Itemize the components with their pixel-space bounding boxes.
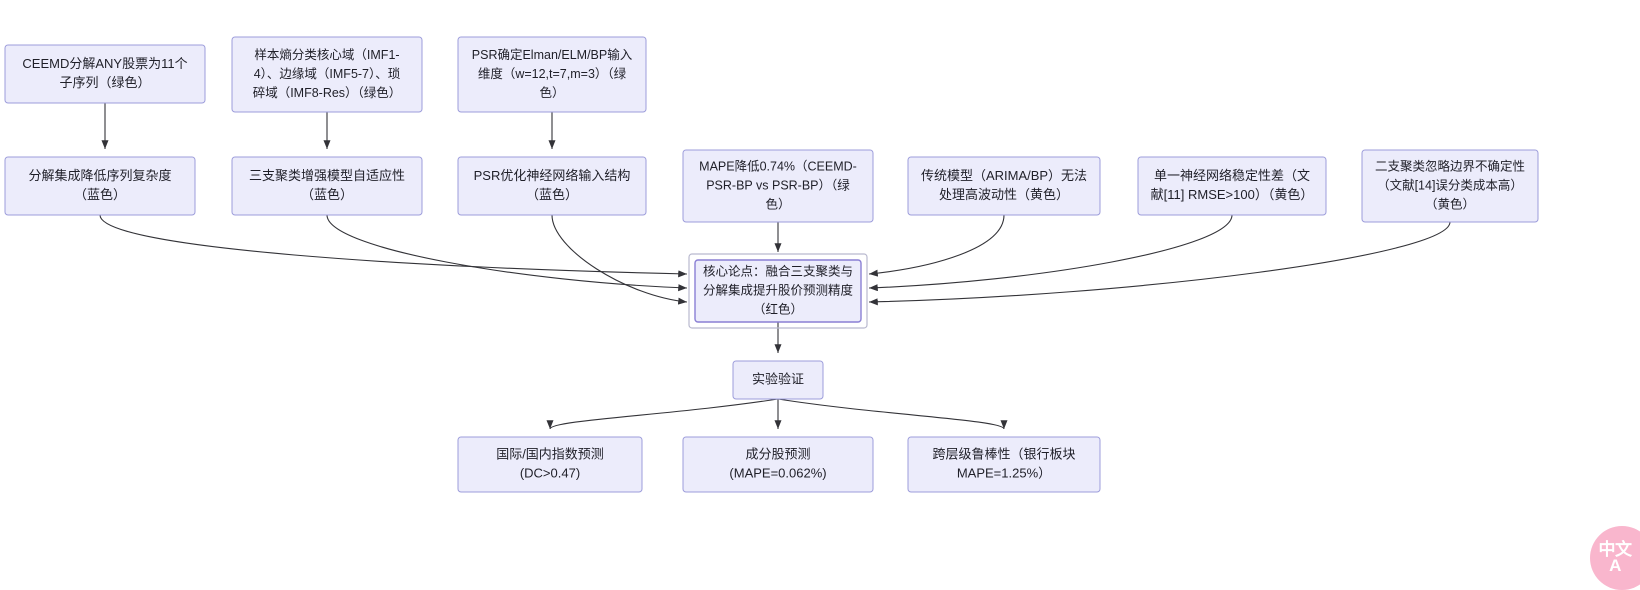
node-label-line: 单一神经网络稳定性差（文 — [1154, 168, 1310, 183]
node-box — [4, 44, 206, 104]
core-node-highlight-ring — [688, 253, 868, 329]
node-box — [682, 436, 874, 493]
node-label-line: 子序列（绿色） — [59, 75, 150, 90]
node-label-line: 维度（w=12,t=7,m=3）（绿 — [478, 66, 627, 81]
node-label-line: 实验验证 — [752, 371, 804, 386]
node-label-line: 色） — [539, 85, 564, 100]
node-label-line: CEEMD分解ANY股票为11个 — [22, 56, 187, 71]
node-label-line: （蓝色） — [526, 187, 578, 202]
node-box — [457, 36, 647, 113]
flow-edge-n4-to-core — [99, 214, 688, 278]
node-box — [231, 156, 423, 216]
node-label-line: 分解集成提升股价预测精度 — [703, 282, 854, 297]
node-label-line: 核心论点：融合三支聚类与 — [703, 263, 853, 278]
node-label-line: 成分股预测 — [745, 446, 810, 461]
node-box — [4, 156, 196, 216]
node-label-line: 色） — [765, 196, 790, 211]
watermark-line-2: A — [1609, 556, 1621, 575]
node-label-line: (MAPE=0.062%) — [729, 465, 826, 480]
flow-node-n5[interactable]: 三支聚类增强模型自适应性 （蓝色） — [231, 156, 423, 216]
flow-node-n6[interactable]: PSR优化神经网络输入结构 （蓝色） — [457, 156, 647, 216]
flow-node-r2[interactable]: 成分股预测 (MAPE=0.062%) — [682, 436, 874, 493]
flow-node-r1[interactable]: 国际/国内指数预测 (DC>0.47) — [457, 436, 643, 493]
flow-node-n9[interactable]: 单一神经网络稳定性差（文献[11] RMSE>100）（黄色） — [1137, 156, 1327, 216]
flow-node-r3[interactable]: 跨层级鲁棒性（银行板块 MAPE=1.25%） — [907, 436, 1101, 493]
node-label-line: 样本熵分类核心域（IMF1- — [254, 47, 399, 62]
node-label-line: MAPE降低0.74%（CEEMD- — [699, 159, 857, 173]
node-label-line: 国际/国内指数预测 — [496, 446, 604, 461]
node-label-line: 跨层级鲁棒性（银行板块 — [932, 446, 1075, 461]
node-box — [1137, 156, 1327, 216]
node-box — [682, 149, 874, 223]
flow-edge-n6-to-core — [551, 214, 688, 305]
node-label-line: 二支聚类忽略边界不确定性 — [1375, 158, 1525, 173]
flow-edge-n5-to-core — [326, 214, 688, 292]
node-box — [457, 436, 643, 493]
node-box — [1361, 149, 1539, 223]
node-label-line: PSR确定Elman/ELM/BP输入 — [472, 47, 633, 62]
flowchart-page: { "diagram": { "title": "核心论点论证流程图", "co… — [4, 36, 1640, 590]
node-label-line: 献[11] RMSE>100）（黄色） — [1151, 187, 1314, 202]
node-box — [694, 259, 862, 323]
flow-edge-n8-to-core — [868, 214, 1005, 277]
node-label-line: （红色） — [753, 301, 803, 316]
flow-edge-exp-to-r1 — [546, 398, 779, 430]
translate-watermark-badge[interactable]: 中文 A — [1590, 526, 1640, 590]
flow-edge-n9-to-core — [868, 214, 1233, 292]
flow-node-exp[interactable]: 实验验证 — [732, 360, 824, 400]
node-label-line: 三支聚类增强模型自适应性 — [249, 168, 405, 183]
node-label-line: 4）、边缘域（IMF5-7）、琐 — [254, 66, 401, 81]
flow-edge-n10-to-core — [868, 221, 1451, 306]
flow-node-n4[interactable]: 分解集成降低序列复杂度 （蓝色） — [4, 156, 196, 216]
flow-node-n7[interactable]: MAPE降低0.74%（CEEMD- PSR-BP vs PSR-BP）（绿色） — [682, 149, 874, 223]
node-label-line: (DC>0.47) — [520, 465, 580, 480]
edge-layer — [99, 103, 1451, 430]
flow-edge-exp-to-r3 — [777, 398, 1008, 430]
flow-node-n10[interactable]: 二支聚类忽略边界不确定性 （文献[14]误分类成本高） （黄色） — [1361, 149, 1539, 223]
node-label-line: PSR-BP vs PSR-BP）（绿 — [706, 177, 850, 192]
flow-node-n2[interactable]: 样本熵分类核心域（IMF1- 4）、边缘域（IMF5-7）、琐碎域（IMF8-Re… — [231, 36, 423, 113]
node-box — [732, 360, 824, 400]
node-label-line: （蓝色） — [301, 187, 353, 202]
node-label-line: （文献[14]误分类成本高） — [1377, 177, 1523, 192]
watermark-line-1: 中文 — [1598, 540, 1633, 560]
node-box — [231, 36, 423, 113]
node-label-line: 碎域（IMF8-Res）（绿色） — [253, 85, 402, 100]
node-label-line: 处理高波动性（黄色） — [939, 187, 1069, 202]
node-box — [907, 156, 1101, 216]
node-label-line: 分解集成降低序列复杂度 — [28, 168, 171, 183]
node-box — [907, 436, 1101, 493]
node-label-line: 传统模型（ARIMA/BP）无法 — [921, 168, 1087, 183]
node-label-line: （蓝色） — [74, 187, 126, 202]
node-box — [457, 156, 647, 216]
node-label-line: PSR优化神经网络输入结构 — [474, 168, 631, 183]
node-label-line: （黄色） — [1425, 196, 1475, 211]
node-label-line: MAPE=1.25%） — [957, 465, 1051, 480]
